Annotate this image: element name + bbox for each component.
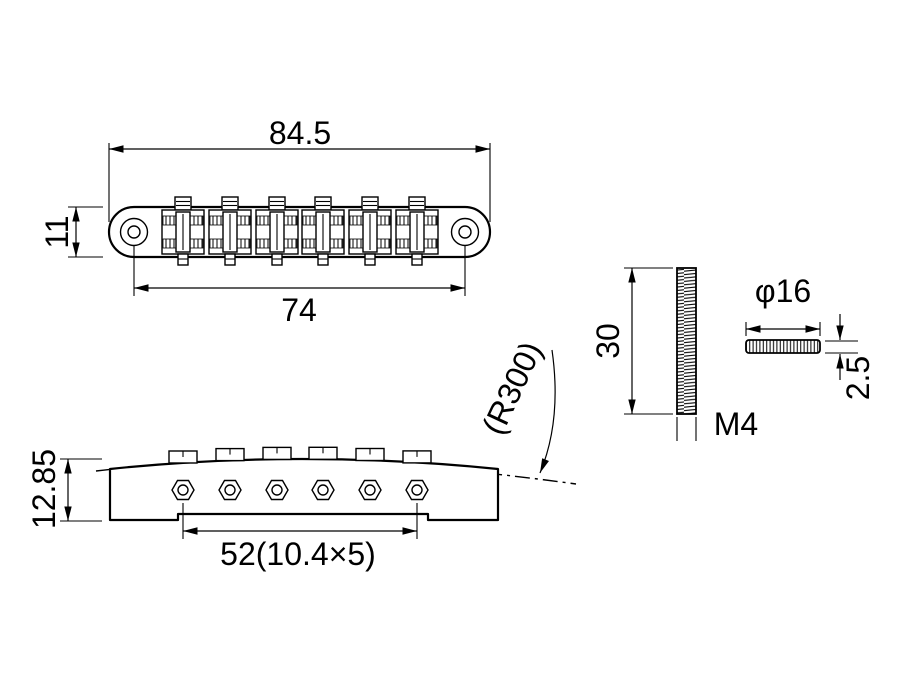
- threaded-stud: [676, 267, 697, 415]
- screw-nut: [218, 479, 242, 501]
- screw-nut: [265, 479, 289, 501]
- label-thread: M4: [714, 406, 758, 442]
- label-post-spacing: 74: [281, 292, 317, 328]
- label-side-height: 12.85: [26, 449, 62, 529]
- top-view: 84.5 11 74: [39, 115, 492, 328]
- thread-callout: M4: [676, 406, 758, 442]
- label-wheel-thickness: 2.5: [840, 356, 876, 400]
- thumbwheel: [745, 339, 821, 354]
- dim-post-spacing: 74: [133, 246, 466, 328]
- bridge-body-side-view: [108, 457, 500, 522]
- side-view: 12.85 52(10.4×5) (R300): [26, 336, 577, 572]
- saddle-top: [168, 450, 198, 464]
- saddle-top: [215, 447, 245, 462]
- screw-nut: [405, 479, 429, 501]
- dim-screw-spacing: 52(10.4×5): [182, 503, 418, 572]
- dim-wheel-thickness: 2.5: [825, 314, 876, 400]
- dim-stud-length: 30: [590, 267, 673, 415]
- saddle-top: [262, 446, 292, 461]
- label-top-width: 84.5: [269, 115, 331, 151]
- label-top-height: 11: [39, 215, 75, 248]
- stud-view: 30 M4: [590, 267, 758, 442]
- screw-nut: [358, 479, 382, 501]
- dim-top-height: 11: [39, 206, 103, 258]
- thumbwheel-view: φ16 2.5: [745, 273, 876, 400]
- screw-nut: [171, 479, 195, 501]
- dim-side-height: 12.85: [26, 449, 102, 529]
- saddle-top: [355, 447, 385, 462]
- screw-nut: [311, 479, 335, 501]
- post-hole-left-inner: [127, 225, 141, 239]
- dim-top-width: 84.5: [108, 115, 491, 222]
- label-wheel-diameter: φ16: [755, 273, 811, 309]
- label-stud-length: 30: [590, 323, 626, 359]
- saddle-top: [308, 446, 338, 460]
- radius-leader-line: [539, 349, 556, 474]
- dim-wheel-diameter: φ16: [745, 273, 821, 336]
- post-hole-right-inner: [458, 225, 472, 239]
- label-screw-spacing: 52(10.4×5): [220, 536, 376, 572]
- saddle-top: [402, 450, 432, 464]
